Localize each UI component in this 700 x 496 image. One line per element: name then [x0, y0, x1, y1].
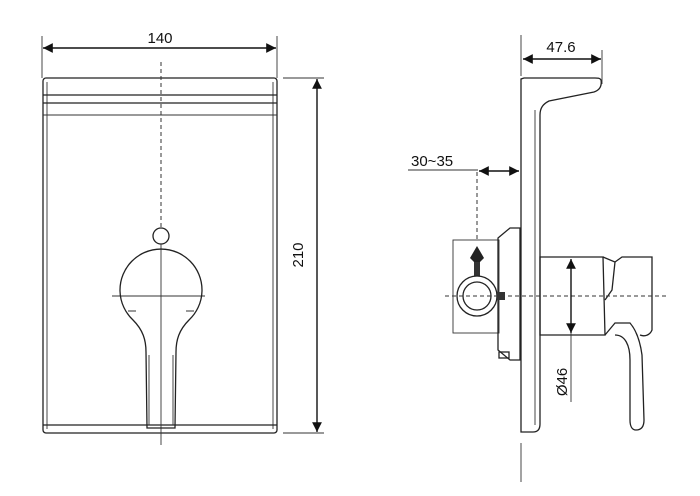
valve-outline — [452, 239, 500, 334]
depth-dimension-label: 47.6 — [546, 39, 575, 56]
diverter-button — [152, 227, 170, 245]
handle-base — [602, 256, 616, 301]
width-dimension-label: 140 — [147, 30, 172, 47]
side-view: 47.6 30~35 Ø46 — [408, 35, 668, 482]
mounting-screw — [498, 351, 510, 359]
outlet-connector-icon — [470, 246, 484, 262]
handle-detail — [148, 355, 174, 425]
outlet-connector-stem — [474, 262, 480, 276]
cover-plate — [42, 77, 278, 434]
gap-dimension-label: 30~35 — [411, 153, 453, 170]
height-dimension-label: 210 — [290, 242, 307, 267]
handle-top — [614, 256, 653, 337]
front-view: 140 210 — [41, 30, 324, 445]
side-lever-handle — [604, 322, 645, 431]
diameter-dimension-label: Ø46 — [554, 368, 571, 396]
cover-plate-profile — [520, 77, 602, 433]
lever-handle — [119, 248, 203, 429]
mounting-bracket — [497, 227, 521, 361]
